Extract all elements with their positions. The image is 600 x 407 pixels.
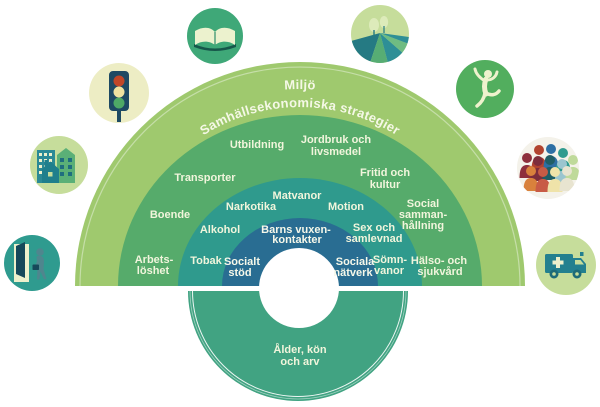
outer-ring-inset-line: [79, 66, 521, 287]
buildings-art: [37, 148, 75, 183]
traffic-light-pole: [117, 109, 121, 122]
person-silhouette: [559, 166, 575, 191]
tree-2: [379, 16, 389, 28]
ambulance-cross: [552, 257, 564, 268]
open-book-icon: [187, 8, 243, 64]
people-art: [519, 144, 579, 192]
core-half-circle: [188, 291, 408, 401]
tree-2-trunk: [383, 26, 385, 33]
label-sex-samlevnad-1: Sex och: [353, 222, 395, 234]
label-miljo-text: Miljö: [284, 77, 316, 93]
label-halso-sjukvard-1: Hälso- och: [411, 255, 468, 267]
chimney: [44, 160, 48, 167]
label-barns-vuxenkontakter-1: Barns vuxen-: [261, 224, 331, 236]
label-alder-kon-arv-2: och arv: [280, 356, 320, 368]
red-light: [113, 75, 125, 87]
door-art: [14, 242, 47, 282]
house-window: [48, 172, 53, 177]
field-green: [370, 33, 388, 63]
person-silhouette: [535, 167, 551, 192]
label-narkotika: Narkotika: [226, 201, 277, 213]
label-fritid-1: Fritid och: [360, 167, 410, 179]
person-silhouette: [523, 166, 539, 191]
label-tobak: Tobak: [190, 255, 222, 267]
field-teal: [380, 33, 404, 63]
yellow-light: [113, 86, 125, 98]
buildings-icon: [30, 136, 88, 194]
label-sociala-natverk-2: nätverk: [333, 267, 373, 279]
green-building: [57, 148, 75, 183]
label-arbetsloshet-1: Arbets-: [135, 254, 174, 266]
label-barns-vuxenkontakter-2: kontakter: [272, 234, 322, 246]
label-arbetsloshet-2: löshet: [137, 265, 170, 277]
ambulance-roof-light: [580, 252, 584, 256]
person-leaving-door-icon: [4, 235, 60, 291]
ambulance-hub-rear: [552, 272, 556, 276]
label-boende: Boende: [150, 209, 190, 221]
tree-1-trunk: [373, 30, 375, 35]
label-somnvanor-2: vanor: [374, 265, 405, 277]
ambulance-icon: [536, 235, 596, 295]
dancing-person-icon: [456, 60, 514, 118]
label-miljo: Miljö: [284, 77, 316, 93]
label-fritid-2: kultur: [370, 179, 401, 191]
landscape-art: [351, 16, 409, 63]
person-silhouette: [547, 167, 563, 192]
label-jordbruk-2: livsmedel: [311, 146, 361, 158]
dancer-figure: [473, 67, 501, 108]
ambulance-windshield: [575, 260, 584, 265]
ambulance-art: [545, 252, 586, 279]
label-socialt-stod-2: stöd: [228, 267, 251, 279]
core-inset-line: [192, 290, 404, 397]
field-light-green: [380, 33, 409, 54]
label-social-sammanhallning-2: samman-: [399, 209, 448, 221]
label-social-sammanhallning-1: Social: [407, 198, 439, 210]
group-of-people-icon: [517, 137, 579, 199]
label-utbildning: Utbildning: [230, 139, 284, 151]
center-hole: [259, 248, 339, 328]
traffic-light-icon: [89, 63, 149, 123]
label-halso-sjukvard-2: sjukvård: [417, 266, 462, 278]
ambulance-hub-front: [575, 272, 579, 276]
door-circle: [4, 235, 60, 291]
label-somnvanor-1: Sömn-: [373, 254, 408, 266]
label-alder-kon-arv-1: Ålder, kön: [273, 343, 326, 356]
label-motion: Motion: [328, 201, 364, 213]
label-transporter: Transporter: [174, 172, 236, 184]
briefcase: [32, 264, 39, 270]
green-building-windows: [60, 158, 72, 176]
label-matvanor: Matvanor: [273, 190, 323, 202]
label-alkohol: Alkohol: [200, 224, 240, 236]
open-door: [16, 242, 25, 278]
label-socialt-stod-1: Socialt: [224, 256, 260, 268]
label-jordbruk-1: Jordbruk och: [301, 134, 372, 146]
field-teal-2: [380, 33, 409, 44]
landscape-fields-icon: [351, 5, 409, 63]
green-light: [113, 97, 125, 109]
book-base: [194, 44, 236, 51]
core-inset-line-2: [189, 290, 407, 400]
tree-1: [369, 18, 379, 32]
label-social-sammanhallning-3: hållning: [402, 220, 444, 232]
label-sociala-natverk-1: Sociala: [336, 256, 375, 268]
label-sex-samlevnad-2: samlevnad: [346, 233, 403, 245]
